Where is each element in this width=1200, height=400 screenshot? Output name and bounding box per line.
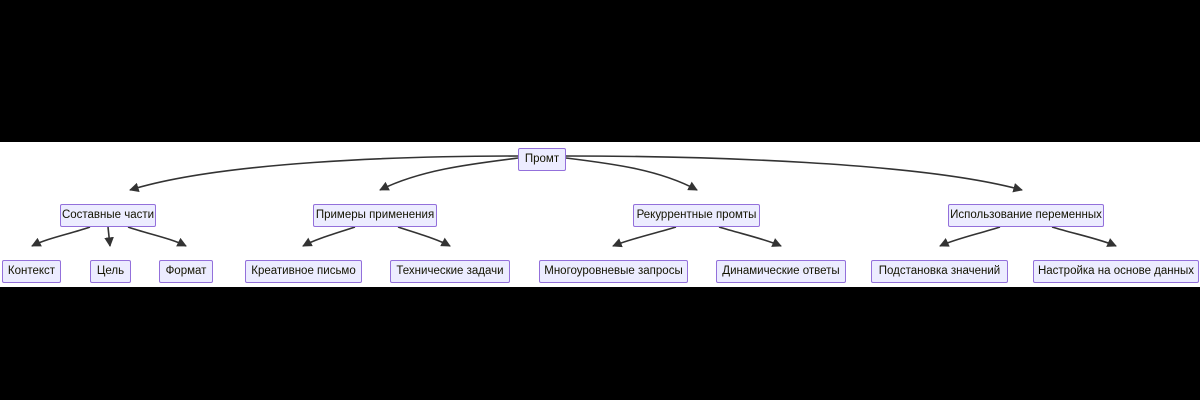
node-leaf-1-2[interactable]: Цель [90, 260, 131, 283]
node-root[interactable]: Промт [518, 148, 566, 171]
node-leaf-2-1-label: Креативное письмо [251, 264, 356, 277]
node-branch-1[interactable]: Составные части [60, 204, 156, 227]
node-leaf-3-2-label: Динамические ответы [722, 264, 840, 277]
node-branch-3[interactable]: Рекуррентные промты [633, 204, 760, 227]
edge-branch-4-to-leaf-4-2 [1051, 226, 1117, 247]
edge-branch-2-to-leaf-2-2 [397, 226, 451, 247]
edge-branch-3-to-leaf-3-2 [718, 226, 782, 247]
node-branch-1-label: Составные части [61, 208, 155, 221]
node-leaf-4-2[interactable]: Настройка на основе данных [1033, 260, 1199, 283]
node-leaf-1-1[interactable]: Контекст [2, 260, 61, 283]
edge-branch-4-to-leaf-4-1 [939, 226, 1001, 247]
node-branch-3-label: Рекуррентные промты [636, 208, 757, 221]
edge-root-to-branch-1 [129, 155, 519, 193]
edge-branch-2-to-leaf-2-1 [302, 226, 356, 247]
node-leaf-3-1[interactable]: Многоуровневые запросы [539, 260, 688, 283]
node-leaf-2-1[interactable]: Креативное письмо [245, 260, 362, 283]
node-leaf-4-2-label: Настройка на основе данных [1037, 264, 1195, 277]
node-leaf-1-2-label: Цель [96, 264, 125, 277]
node-leaf-4-1[interactable]: Подстановка значений [871, 260, 1008, 283]
edge-branch-3-to-leaf-3-1 [612, 226, 677, 248]
node-leaf-2-2-label: Технические задачи [396, 264, 504, 277]
edge-branch-1-to-leaf-1-3 [127, 226, 187, 247]
edge-root-to-branch-3 [565, 157, 698, 191]
node-branch-4[interactable]: Использование переменных [948, 204, 1104, 227]
edge-branch-1-to-leaf-1-1 [31, 226, 91, 247]
node-branch-2[interactable]: Примеры применения [313, 204, 437, 227]
flowchart-diagram: Промт Составные части Контекст Цель Форм… [0, 142, 1200, 287]
edge-root-to-branch-4 [565, 155, 1023, 193]
node-branch-4-label: Использование переменных [950, 208, 1102, 221]
node-root-label: Промт [524, 152, 560, 165]
flowchart-edges [31, 155, 1117, 248]
node-leaf-1-3[interactable]: Формат [159, 260, 213, 283]
edge-branch-1-to-leaf-1-2 [104, 226, 114, 247]
node-leaf-1-3-label: Формат [165, 264, 207, 277]
node-leaf-4-1-label: Подстановка значений [878, 264, 1001, 277]
node-leaf-3-2[interactable]: Динамические ответы [716, 260, 846, 283]
node-leaf-2-2[interactable]: Технические задачи [390, 260, 510, 283]
node-branch-2-label: Примеры применения [315, 208, 435, 221]
node-leaf-1-1-label: Контекст [7, 264, 56, 277]
edge-root-to-branch-2 [379, 157, 519, 191]
node-leaf-3-1-label: Многоуровневые запросы [544, 264, 683, 277]
